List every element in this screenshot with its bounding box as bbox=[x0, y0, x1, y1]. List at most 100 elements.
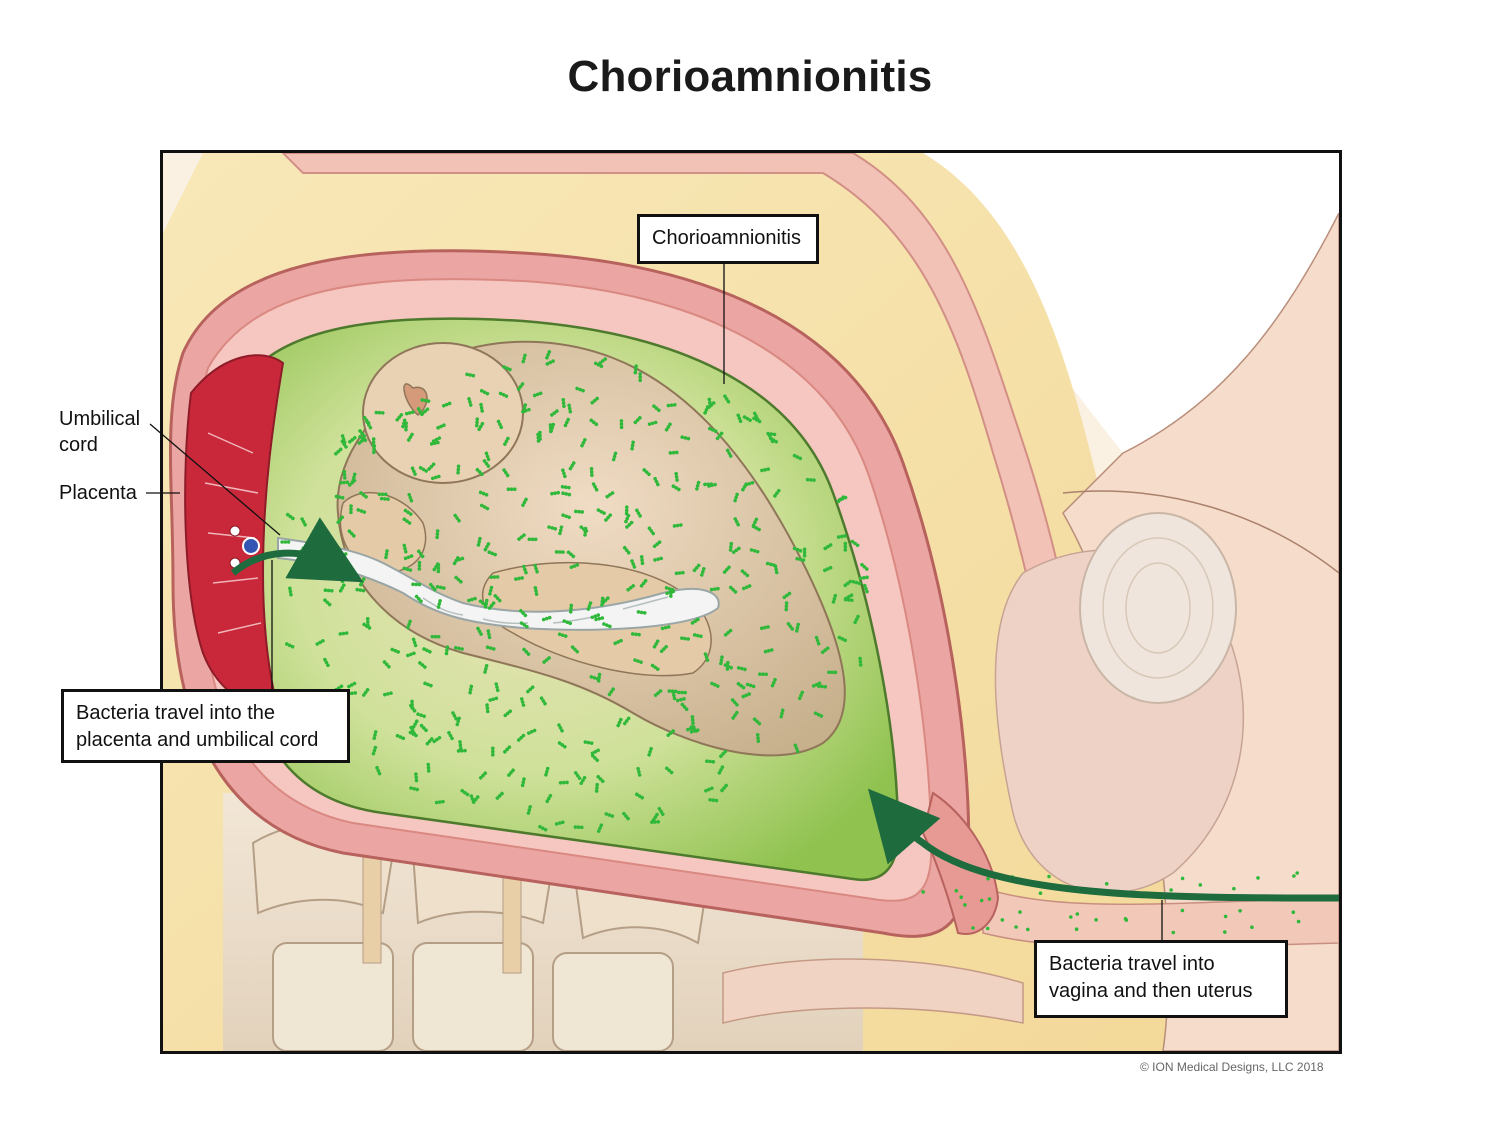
bacterium bbox=[532, 391, 543, 398]
bacterium bbox=[725, 448, 733, 458]
bacterium bbox=[636, 610, 647, 615]
umbilical-vessel bbox=[242, 537, 260, 555]
bacterium bbox=[624, 505, 629, 516]
bacterium bbox=[651, 812, 659, 822]
bacterium bbox=[432, 736, 442, 744]
bacterium bbox=[545, 350, 552, 360]
bacterium bbox=[538, 824, 548, 832]
bacterium bbox=[554, 820, 565, 826]
bacterium bbox=[550, 490, 561, 496]
bacterium bbox=[404, 410, 415, 416]
bacterium bbox=[436, 599, 442, 609]
bacterium bbox=[671, 484, 681, 492]
bacterium bbox=[710, 681, 720, 688]
bacterium bbox=[561, 491, 572, 497]
bacterium bbox=[358, 429, 366, 438]
bacterium bbox=[558, 780, 569, 785]
bacterium bbox=[488, 696, 499, 702]
bacterium bbox=[483, 598, 489, 609]
bacterium bbox=[745, 682, 756, 689]
bacterium bbox=[963, 903, 967, 907]
bacterium bbox=[594, 616, 605, 622]
bacterium bbox=[533, 563, 539, 574]
bacterium bbox=[454, 575, 463, 584]
bacterium bbox=[427, 462, 436, 471]
bacteria-layer bbox=[280, 350, 1301, 935]
illustration-frame bbox=[160, 150, 1342, 1054]
bacterium bbox=[494, 682, 500, 693]
bacterium bbox=[357, 437, 367, 445]
bacterium bbox=[759, 625, 770, 631]
bacterium bbox=[1296, 919, 1301, 924]
bacterium bbox=[598, 357, 608, 365]
bacterium bbox=[521, 353, 527, 364]
bacterium bbox=[728, 585, 738, 594]
bacterium bbox=[435, 529, 440, 540]
bacterium bbox=[436, 423, 446, 430]
bacterium bbox=[666, 403, 677, 408]
bacterium bbox=[671, 690, 677, 701]
bacterium bbox=[487, 550, 497, 557]
bacterium bbox=[596, 672, 602, 683]
bacterium bbox=[570, 645, 580, 654]
bacterium bbox=[484, 451, 491, 462]
bacterium bbox=[410, 699, 414, 710]
pubic-bone bbox=[1079, 512, 1237, 704]
bacterium bbox=[633, 364, 638, 375]
bacterium bbox=[514, 576, 524, 581]
bacterium bbox=[468, 684, 474, 695]
bacterium bbox=[650, 663, 660, 671]
bacterium bbox=[1223, 914, 1228, 919]
bacterium bbox=[1238, 909, 1242, 913]
bacterium bbox=[752, 416, 762, 424]
bacterium bbox=[453, 645, 464, 651]
bacterium bbox=[749, 548, 760, 554]
bacterium bbox=[467, 596, 477, 603]
bacterium bbox=[1074, 927, 1079, 931]
bacterium bbox=[677, 690, 687, 695]
bacterium bbox=[652, 404, 661, 413]
bacterium bbox=[402, 566, 413, 572]
bacterium bbox=[836, 495, 846, 504]
bacterium bbox=[755, 733, 761, 743]
bacterium bbox=[507, 768, 515, 777]
bacterium bbox=[407, 492, 414, 503]
bacterium bbox=[725, 660, 730, 671]
bacterium bbox=[521, 497, 528, 507]
bacterium bbox=[420, 398, 431, 403]
bacterium bbox=[703, 652, 710, 662]
bacterium bbox=[323, 588, 334, 593]
bacterium bbox=[561, 468, 567, 479]
bacterium bbox=[589, 467, 594, 477]
bacterium bbox=[1069, 915, 1073, 919]
bacterium bbox=[593, 361, 604, 369]
bacterium bbox=[837, 635, 847, 643]
bacterium bbox=[858, 656, 863, 667]
bacterium bbox=[744, 480, 755, 487]
vertebral-body-3 bbox=[552, 952, 674, 1051]
bacterium bbox=[844, 593, 854, 601]
bacterium bbox=[741, 692, 751, 699]
bacterium bbox=[423, 681, 433, 688]
bacterium bbox=[402, 517, 412, 525]
bacterium bbox=[652, 540, 662, 549]
bacterium bbox=[647, 526, 655, 536]
bacterium bbox=[418, 661, 427, 669]
bacterium bbox=[692, 633, 703, 639]
bacterium bbox=[634, 792, 645, 800]
bacterium bbox=[596, 774, 605, 784]
bacterium bbox=[773, 488, 781, 498]
bacterium bbox=[536, 432, 541, 443]
bacterium bbox=[611, 451, 618, 462]
bacterium bbox=[752, 717, 762, 726]
bacterium bbox=[560, 484, 571, 490]
bacterium bbox=[733, 517, 740, 527]
bacterium bbox=[590, 753, 600, 763]
bacterium bbox=[574, 509, 584, 514]
bacterium bbox=[418, 465, 428, 473]
bacterium bbox=[447, 731, 454, 741]
bacterium bbox=[478, 490, 489, 497]
bacterium bbox=[580, 438, 587, 448]
bacterium bbox=[487, 601, 496, 610]
bacterium bbox=[414, 594, 423, 604]
